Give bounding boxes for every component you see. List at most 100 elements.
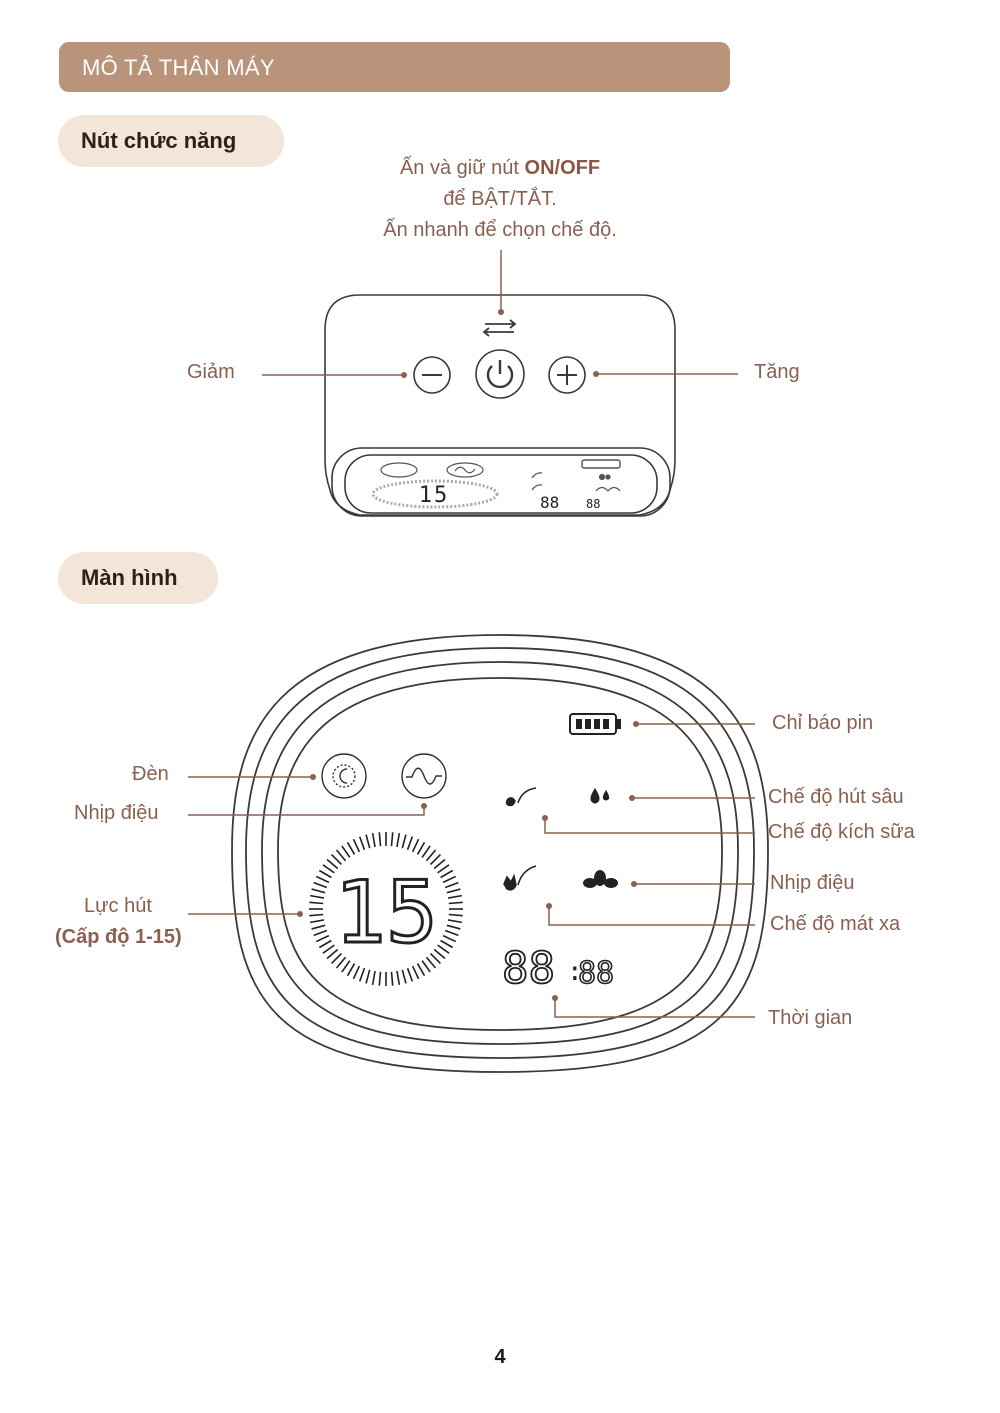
page-number: 4 (494, 1346, 506, 1368)
power-icon (475, 349, 525, 399)
dial-tick (335, 956, 347, 969)
light-icon (321, 753, 367, 799)
dial-tick (442, 875, 457, 884)
dial-tick (437, 864, 450, 874)
label-battery: Chỉ báo pin (772, 712, 874, 734)
buttons-section-pill: Nút chức năng (58, 115, 284, 167)
dial-tick (416, 841, 426, 855)
dial-tick (425, 849, 437, 862)
dial-tick (433, 948, 446, 960)
dial-tick (406, 836, 414, 851)
screen-section-title: Màn hình (81, 565, 178, 590)
dial-tick (310, 894, 325, 899)
dial-tick (315, 934, 330, 943)
mini-display-time-main: 88 (540, 493, 559, 512)
label-rhythm-right: Nhịp điệu (770, 872, 855, 894)
dial-tick (440, 869, 454, 879)
dial-tick (425, 956, 437, 969)
power-instruction: Ấn và giữ nút ON/OFF để BẬT/TẮT. Ấn nhan… (300, 153, 700, 246)
label-suction: Lực hút (84, 895, 152, 917)
dial-tick (309, 901, 324, 905)
screen-time-small: 88 (578, 956, 614, 991)
battery-icon (569, 713, 621, 735)
screen-outline (231, 634, 769, 1073)
screen-time-main: 88 (502, 943, 555, 994)
instruction-line3: Ấn nhanh để chọn chế độ. (383, 219, 617, 241)
dial-tick (448, 901, 463, 905)
dial-tick (341, 960, 351, 973)
label-rhythm-left: Nhịp điệu (74, 802, 159, 824)
dial-tick (311, 924, 326, 930)
dial-tick (358, 967, 366, 982)
mini-display-level: 15 (419, 483, 450, 508)
cycle-icon (482, 319, 517, 337)
instruction-line2: để BẬT/TẮT. (443, 188, 557, 210)
label-light: Đèn (132, 763, 169, 785)
dial-tick (447, 919, 462, 924)
dial-tick (313, 929, 328, 937)
time-colon: : (567, 957, 583, 987)
section-header-title: MÔ TẢ THÂN MÁY (82, 55, 275, 80)
dial-tick (371, 970, 376, 985)
dial-tick (313, 881, 328, 889)
dial-tick (346, 841, 356, 855)
dial-tick (416, 963, 426, 977)
dial-tick (411, 838, 420, 853)
dial-tick (433, 858, 446, 870)
dial-tick (390, 971, 394, 986)
dial-tick (429, 853, 442, 866)
section-header-bar: MÔ TẢ THÂN MÁY (59, 42, 730, 92)
dial-tick (378, 832, 382, 847)
dial-tick (390, 832, 394, 847)
dial-tick (401, 834, 407, 849)
dial-tick (346, 963, 356, 977)
dial-tick (341, 845, 351, 858)
dial-tick (358, 836, 366, 851)
dial-tick (322, 944, 335, 954)
flower-icon (583, 870, 618, 888)
minus-icon (413, 356, 451, 394)
label-massage: Chế độ mát xa (770, 913, 901, 935)
dial-tick (326, 858, 339, 870)
dial-tick (446, 888, 461, 894)
dial-tick (311, 888, 326, 894)
dial-tick (330, 853, 343, 866)
wave-icon (401, 753, 447, 799)
dial-tick (315, 875, 330, 884)
dial-tick (396, 970, 401, 985)
dial-tick (378, 971, 382, 986)
leaves-icon (505, 787, 537, 807)
dial-tick (330, 952, 343, 965)
dial-tick (318, 869, 332, 879)
hand-icon (503, 865, 537, 891)
dial-tick (401, 969, 407, 984)
dial-tick (365, 969, 371, 984)
dial-tick (310, 919, 325, 924)
dial-tick (406, 967, 414, 982)
suction-dial (309, 832, 463, 986)
label-time: Thời gian (768, 1007, 853, 1029)
label-suction-level: (Cấp độ 1-15) (55, 926, 182, 948)
dial-tick (421, 960, 431, 973)
label-deep-suction: Chế độ hút sâu (768, 786, 904, 808)
device-top-body (324, 294, 676, 517)
dial-tick (421, 845, 431, 858)
buttons-section-title: Nút chức năng (81, 128, 237, 153)
instruction-line1: Ấn và giữ nút (399, 157, 525, 179)
dial-tick (429, 952, 442, 965)
dial-tick (447, 894, 462, 899)
instruction-on-off: ON/OFF (524, 157, 601, 179)
dial-tick (444, 929, 459, 937)
label-stimulation: Chế độ kích sữa (768, 821, 915, 843)
dial-tick (322, 864, 335, 874)
dial-tick (365, 834, 371, 849)
dial-tick (309, 913, 324, 917)
dial-tick (448, 913, 463, 917)
drops-icon (590, 788, 610, 804)
dial-tick (335, 849, 347, 862)
dial-tick (440, 939, 454, 949)
label-increase: Tăng (754, 361, 800, 383)
dial-tick (446, 924, 461, 930)
screen-level: 15 (334, 863, 438, 963)
dial-tick (318, 939, 332, 949)
